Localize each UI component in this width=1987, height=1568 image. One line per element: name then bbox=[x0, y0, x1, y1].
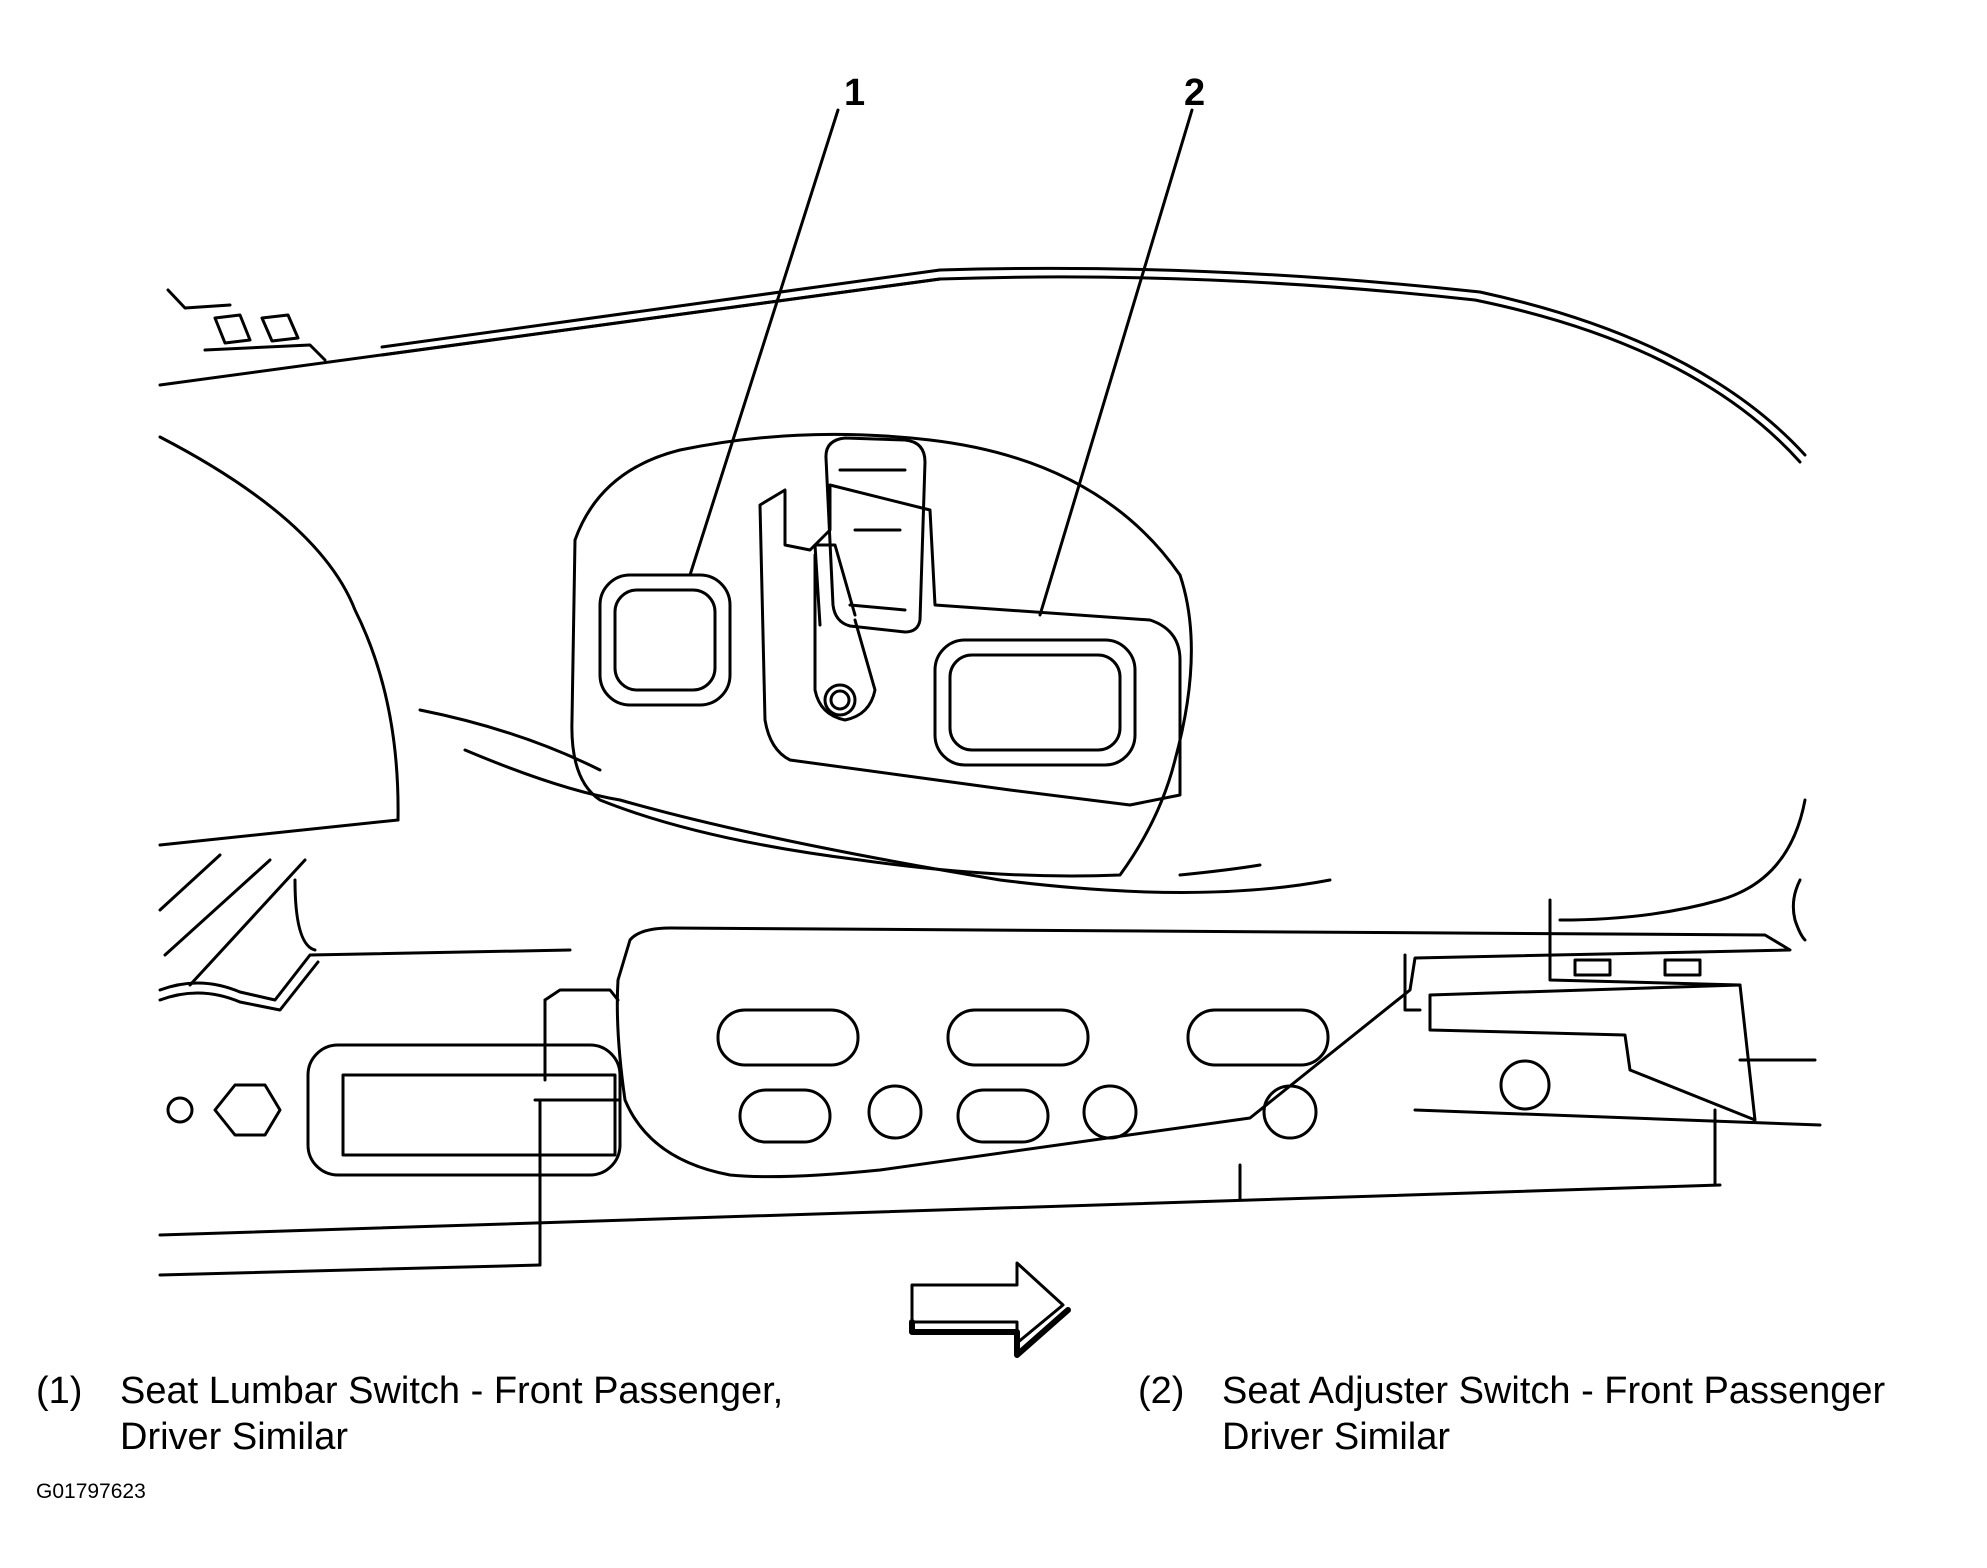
lumbar-switch bbox=[598, 573, 732, 707]
callout-leaders bbox=[688, 108, 1194, 617]
figure-id: G01797623 bbox=[36, 1480, 146, 1503]
toggle-lever bbox=[824, 436, 927, 634]
seat-track bbox=[158, 926, 1792, 1277]
forward-arrow-icon bbox=[909, 1261, 1071, 1358]
seat-adjuster-switch bbox=[758, 483, 1182, 807]
legend-item-2-line2: Driver Similar bbox=[1222, 1416, 1450, 1458]
legend-item-1-line1: Seat Lumbar Switch - Front Passenger, bbox=[120, 1370, 784, 1412]
callout-2-label: 2 bbox=[1184, 72, 1206, 114]
track-slots bbox=[716, 1008, 1330, 1144]
seat-corner-detail bbox=[166, 288, 327, 362]
seat-back-outline bbox=[158, 266, 1807, 942]
rear-bracket bbox=[1403, 898, 1822, 1127]
left-hardware bbox=[158, 853, 572, 1137]
callout-1-label: 1 bbox=[844, 72, 866, 114]
legend-item-1-line2: Driver Similar bbox=[120, 1416, 348, 1458]
legend-item-2-index: (2) bbox=[1138, 1370, 1185, 1412]
switch-bezel bbox=[418, 432, 1332, 894]
legend-item-1-index: (1) bbox=[36, 1370, 83, 1412]
legend-item-2-line1: Seat Adjuster Switch - Front Passenger bbox=[1222, 1370, 1886, 1412]
